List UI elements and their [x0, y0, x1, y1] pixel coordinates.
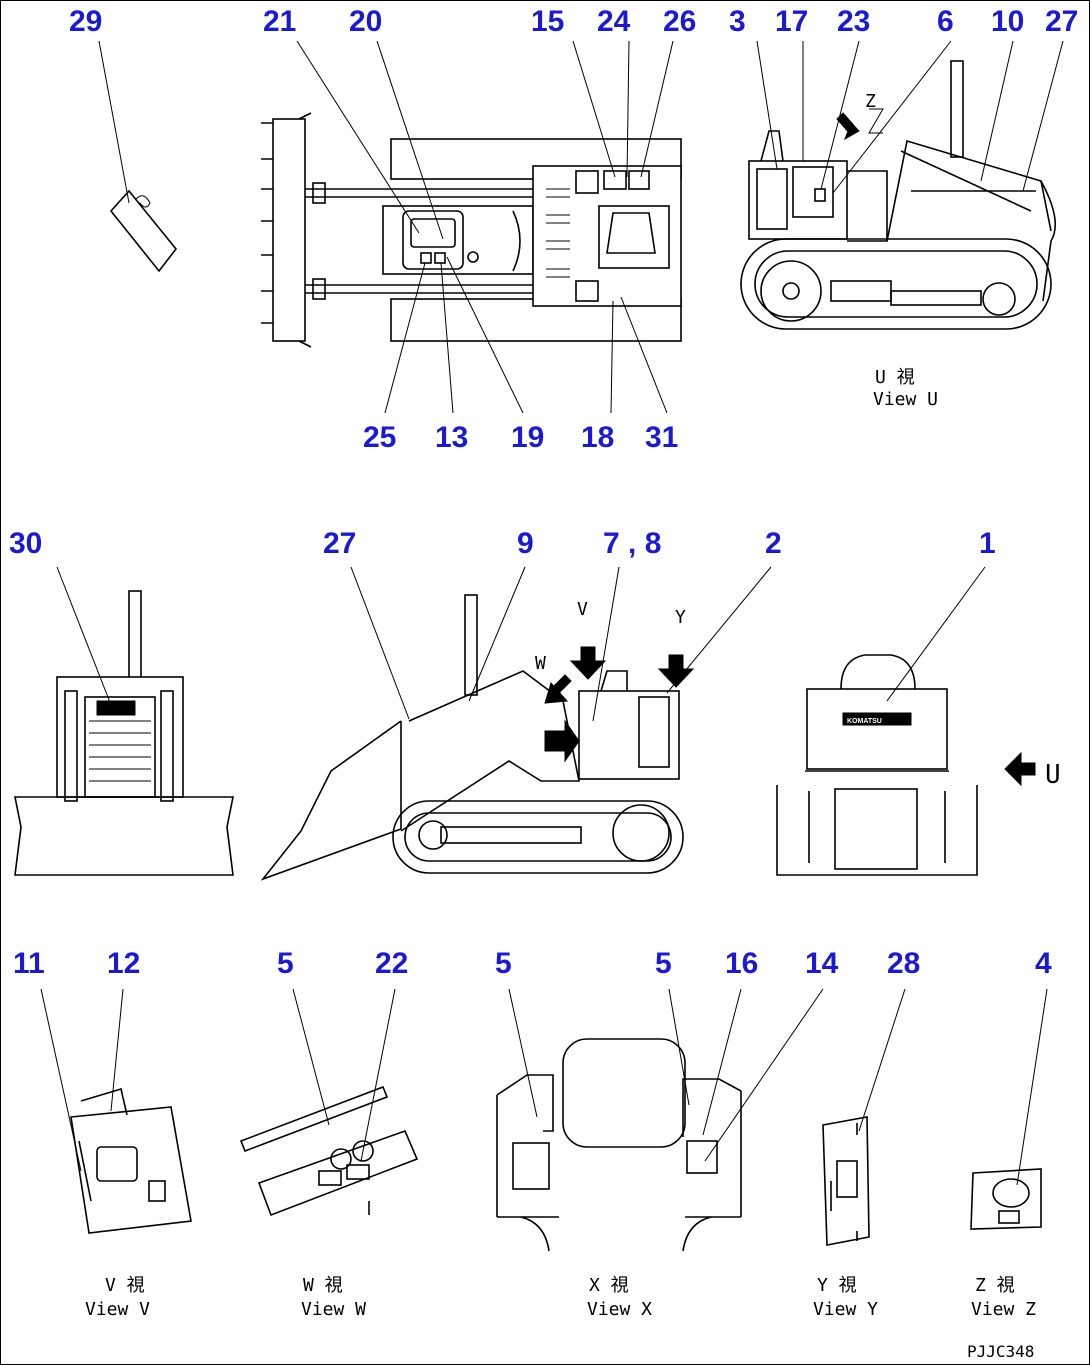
label-5-w: 5: [277, 947, 294, 980]
drawing-code: PJJC348: [967, 1342, 1034, 1361]
label-20: 20: [349, 5, 382, 38]
label-22: 22: [375, 947, 408, 980]
label-11: 11: [13, 947, 45, 980]
view-y-drawing: [822, 1116, 870, 1246]
label-17: 17: [775, 5, 808, 38]
view-x-drawing: [496, 1038, 742, 1252]
marker-z: Z: [865, 91, 876, 112]
label-13: 13: [435, 421, 468, 454]
label-27-mid: 27: [323, 527, 356, 560]
label-7-8: 7 , 8: [603, 527, 661, 560]
label-5-x-right: 5: [655, 947, 672, 980]
label-23: 23: [837, 5, 870, 38]
label-24: 24: [597, 5, 631, 38]
rear-view-drawing: [14, 590, 234, 876]
caption-view-z: View Z: [971, 1299, 1036, 1320]
front-view-drawing: [776, 654, 1036, 876]
label-25: 25: [363, 421, 396, 454]
label-15: 15: [531, 5, 564, 38]
label-10: 10: [991, 5, 1024, 38]
label-16: 16: [725, 947, 758, 980]
caption-view-x: View X: [587, 1299, 652, 1320]
caption-view-v-jp: V 視: [105, 1275, 145, 1296]
label-6: 6: [937, 5, 954, 38]
label-30: 30: [9, 527, 42, 560]
label-5-x-left: 5: [495, 947, 512, 980]
caption-view-y-jp: Y 視: [817, 1275, 857, 1296]
decal-29-drawing: [109, 189, 178, 273]
label-31: 31: [645, 421, 678, 454]
label-14: 14: [805, 947, 839, 980]
label-28: 28: [887, 947, 920, 980]
plan-view-drawing: [261, 112, 682, 348]
marker-y: Y: [675, 607, 686, 628]
label-3: 3: [729, 5, 746, 38]
label-4: 4: [1035, 947, 1052, 980]
decal-text: KOMATSU: [847, 718, 882, 725]
marker-u: U: [1045, 760, 1061, 790]
label-1: 1: [979, 527, 996, 560]
label-29: 29: [69, 5, 102, 38]
marker-w: W: [535, 653, 546, 674]
label-19: 19: [511, 421, 544, 454]
caption-view-w: View W: [301, 1299, 366, 1320]
caption-view-x-jp: X 視: [589, 1275, 629, 1296]
caption-view-u: View U: [873, 389, 938, 410]
leader-lines: [40, 40, 1064, 1186]
view-w-drawing: [239, 1085, 419, 1217]
label-21: 21: [263, 5, 296, 38]
view-z-drawing: [970, 1168, 1042, 1230]
view-v-drawing: [70, 1087, 192, 1234]
label-27-top: 27: [1045, 5, 1078, 38]
label-2: 2: [765, 527, 782, 560]
label-18: 18: [581, 421, 614, 454]
label-12: 12: [107, 947, 140, 980]
caption-view-w-jp: W 視: [303, 1275, 343, 1296]
caption-view-u-jp: U 視: [875, 367, 915, 388]
caption-view-v: View V: [85, 1299, 150, 1320]
label-26: 26: [663, 5, 696, 38]
view-u-drawing: [740, 60, 1057, 330]
label-9: 9: [517, 527, 534, 560]
caption-view-y: View Y: [813, 1299, 878, 1320]
side-view-drawing: [260, 594, 695, 881]
caption-view-z-jp: Z 視: [975, 1275, 1015, 1296]
marker-v: V: [577, 599, 588, 620]
